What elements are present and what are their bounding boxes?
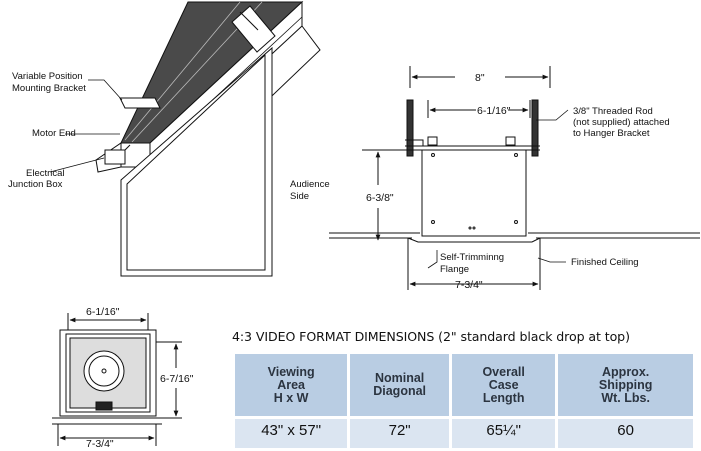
label-self-trimming-2: Flange bbox=[440, 264, 469, 275]
label-threaded-rod-1: 3/8" Threaded Rod bbox=[573, 106, 653, 117]
dim-end-top: 6-1/16" bbox=[86, 306, 120, 318]
table-row: 43" x 57" 72" 65¼" 60 bbox=[235, 419, 693, 448]
cell-viewing-area: 43" x 57" bbox=[235, 419, 348, 448]
dim-flange-width: 7-3/4" bbox=[455, 279, 483, 291]
label-audience-side-1: Audience bbox=[290, 179, 330, 190]
dimensions-table: Viewing Area H x W Nominal Diagonal Over… bbox=[232, 351, 696, 451]
table-title: 4:3 VIDEO FORMAT DIMENSIONS (2" standard… bbox=[232, 329, 630, 344]
label-threaded-rod-2: (not supplied) attached bbox=[573, 117, 670, 128]
dim-end-height: 6-7/16" bbox=[160, 373, 194, 385]
cross-section-view bbox=[329, 66, 700, 290]
header-overall-case-length: Overall Case Length bbox=[452, 354, 556, 416]
dim-end-bottom: 7-3/4" bbox=[86, 438, 114, 448]
cell-nominal-diagonal: 72" bbox=[350, 419, 450, 448]
table-header-row: Viewing Area H x W Nominal Diagonal Over… bbox=[235, 354, 693, 416]
label-threaded-rod-3: to Hanger Bracket bbox=[573, 128, 650, 139]
label-motor-end: Motor End bbox=[32, 128, 76, 139]
label-finished-ceiling: Finished Ceiling bbox=[571, 257, 639, 268]
label-self-trimming-1: Self-Trimminng bbox=[440, 252, 504, 263]
header-viewing-area: Viewing Area H x W bbox=[235, 354, 348, 416]
label-junction-box-2: Junction Box bbox=[8, 179, 63, 190]
dim-rod-spacing: 6-1/16" bbox=[477, 105, 511, 117]
dim-top-width: 8" bbox=[475, 72, 485, 84]
label-junction-box-1: Electrical bbox=[26, 168, 65, 179]
cell-shipping-weight: 60 bbox=[558, 419, 693, 448]
end-view bbox=[52, 313, 182, 446]
cell-case-length: 65¼" bbox=[452, 419, 556, 448]
label-audience-side-2: Side bbox=[290, 191, 309, 202]
header-shipping-weight: Approx. Shipping Wt. Lbs. bbox=[558, 354, 693, 416]
label-variable-bracket-2: Mounting Bracket bbox=[12, 83, 86, 94]
header-nominal-diagonal: Nominal Diagonal bbox=[350, 354, 450, 416]
label-variable-bracket-1: Variable Position bbox=[12, 71, 83, 82]
dim-case-height: 6-3/8" bbox=[366, 192, 394, 204]
isometric-view bbox=[95, 0, 321, 277]
